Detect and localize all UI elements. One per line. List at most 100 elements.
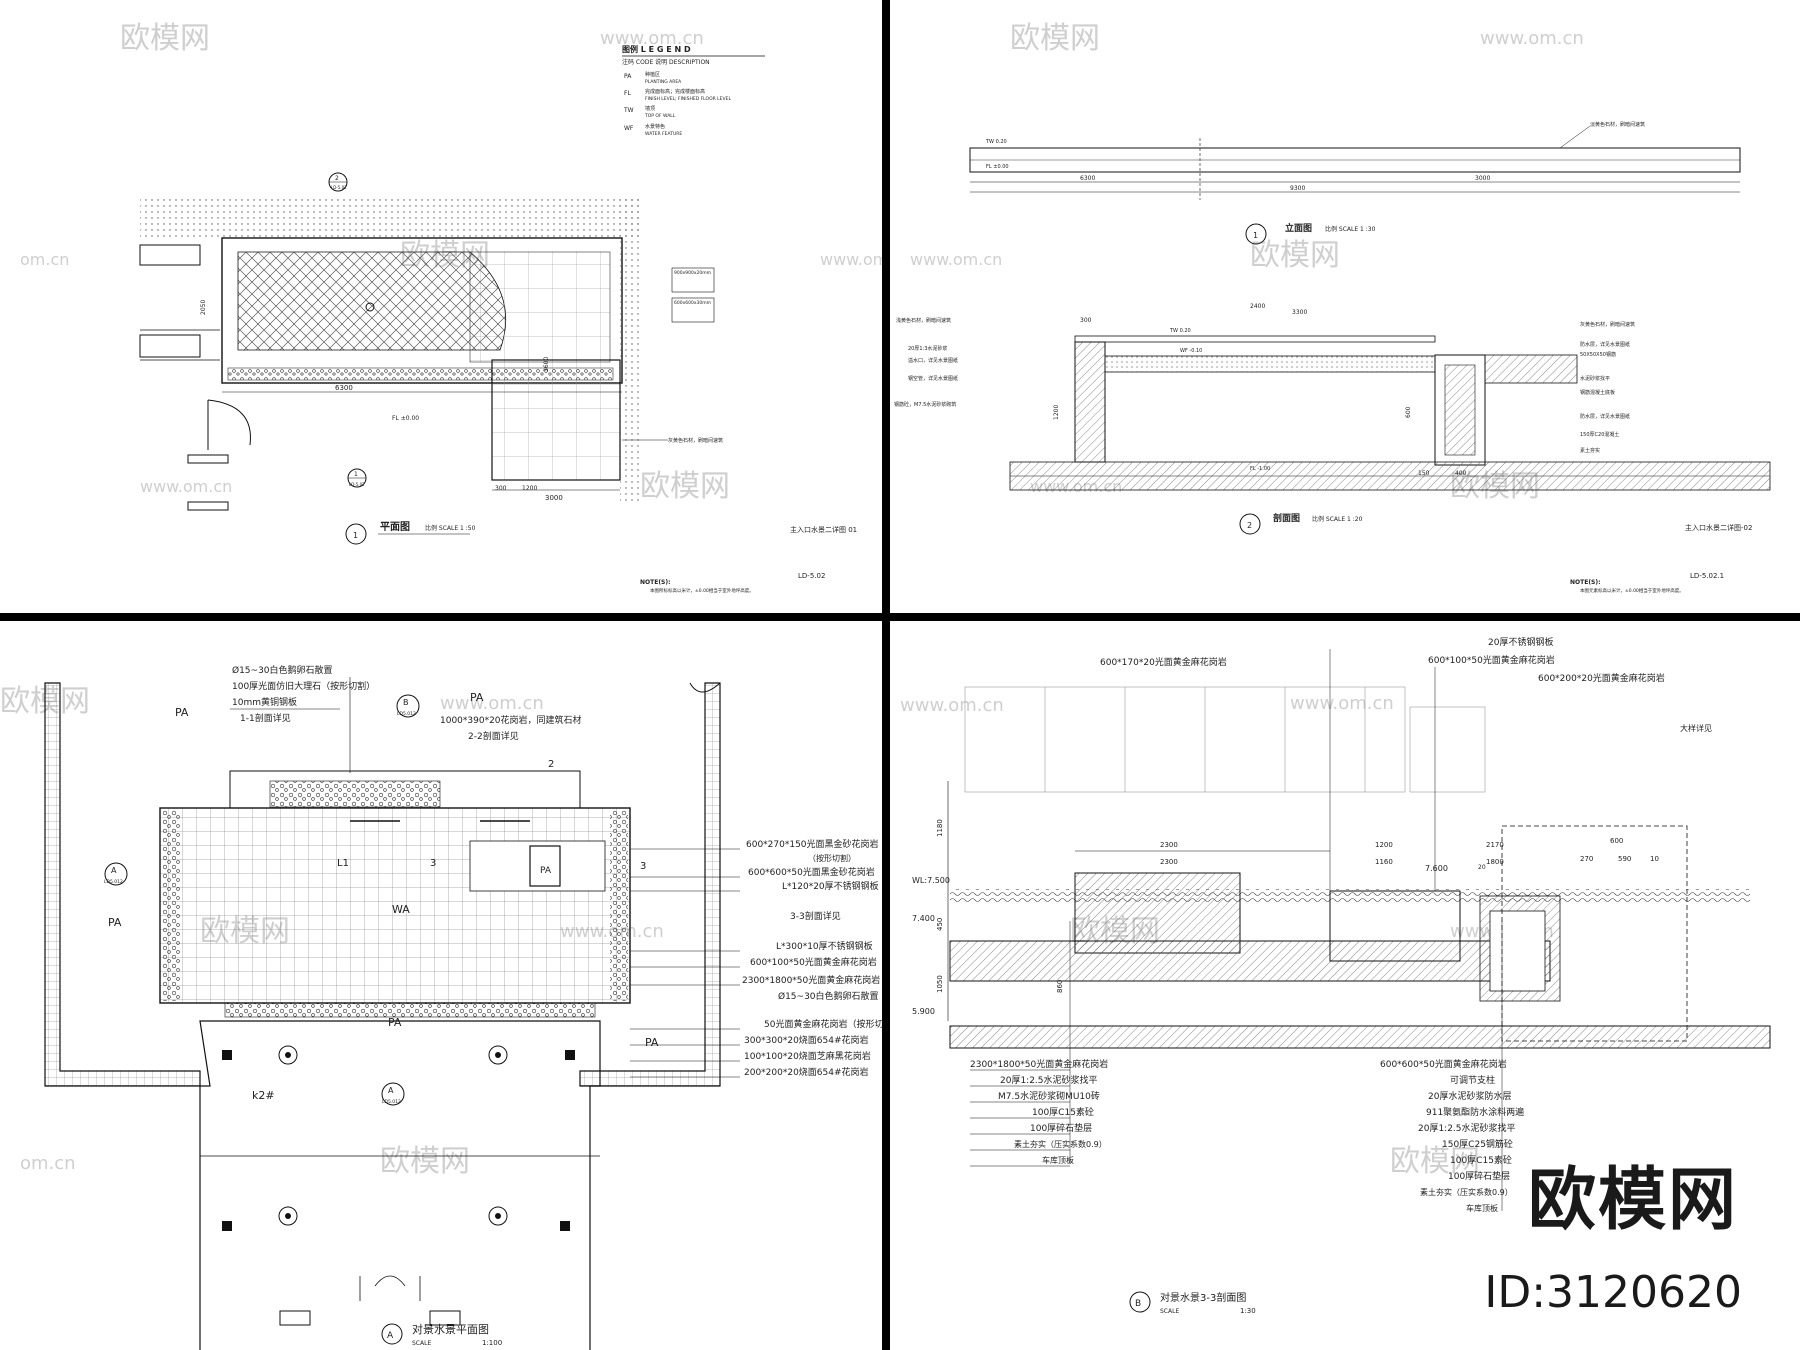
svg-text:Ø15~30白色鹅卵石散置: Ø15~30白色鹅卵石散置 (778, 990, 879, 1002)
svg-text:WL:7.500: WL:7.500 (912, 876, 950, 885)
dim-3600: 3600 (543, 357, 550, 372)
svg-text:600*100*50光面黄金麻花岗岩: 600*100*50光面黄金麻花岗岩 (750, 956, 877, 968)
svg-text:L*300*10厚不锈钢钢板: L*300*10厚不锈钢钢板 (776, 940, 873, 952)
svg-text:100厚光面仿旧大理石（按形切割）: 100厚光面仿旧大理石（按形切割） (232, 680, 375, 692)
dim-600: 600 (1405, 406, 1412, 418)
watermark-brand: 欧模网 (120, 21, 210, 56)
svg-text:7.600: 7.600 (1425, 864, 1448, 873)
watermark-url: www.om.cn (1290, 693, 1394, 714)
legend-title: 图例 L E G E N D (622, 44, 691, 54)
drawing-title: 对景水景平面图 (412, 1322, 489, 1336)
svg-text:防水层，详见水景图纸: 防水层，详见水景图纸 (1580, 341, 1630, 348)
plan-drawing: 欧模网 www.om.cn om.cn 欧模网 www.om.cn www.om… (20, 21, 882, 594)
water-area (159, 807, 631, 1004)
svg-text:5.900: 5.900 (912, 1007, 935, 1016)
svg-text:590: 590 (1618, 855, 1631, 863)
callout-ref: LD-5.02 (331, 185, 347, 190)
svg-text:600: 600 (1610, 837, 1623, 845)
svg-text:20厚1:2.5水泥砂浆找平: 20厚1:2.5水泥砂浆找平 (1000, 1074, 1098, 1086)
paving-area (491, 359, 621, 481)
feature-section-panel: www.om.cn www.om.cn 欧模网 www.om.cn 欧模网 60… (890, 621, 1800, 1350)
svg-text:200*200*20烧面654#花岗岩: 200*200*20烧面654#花岗岩 (744, 1066, 869, 1078)
dim-3300: 3300 (1292, 309, 1307, 316)
svg-text:100厚碎石垫层: 100厚碎石垫层 (1448, 1170, 1510, 1182)
sheet-title: 主入口水景二详图 01 (790, 525, 857, 534)
callout-num: 2 (335, 175, 339, 182)
dim-150: 150 (1418, 470, 1430, 477)
watermark-brand: 欧模网 (380, 1144, 470, 1179)
section-marker-3: 3 (640, 861, 646, 872)
svg-text:1160: 1160 (1375, 858, 1393, 866)
planter-right (579, 682, 721, 1087)
dim-3000: 3000 (1475, 175, 1490, 182)
svg-text:钢筋砼，M7.5水泥砂浆砌筑: 钢筋砼，M7.5水泥砂浆砌筑 (894, 401, 956, 408)
svg-text:300*300*20烧面654#花岗岩: 300*300*20烧面654#花岗岩 (744, 1034, 869, 1046)
svg-text:2300: 2300 (1160, 858, 1178, 866)
brand-logo-text: 欧模网 (1527, 1161, 1738, 1240)
level-wf: WF -0.10 (1180, 348, 1202, 354)
dim-6300: 6300 (1080, 175, 1095, 182)
svg-text:可调节支柱: 可调节支柱 (1450, 1074, 1495, 1086)
callout-num: 1 (354, 471, 358, 478)
svg-text:钢筋混凝土底板: 钢筋混凝土底板 (1580, 389, 1615, 396)
svg-text:270: 270 (1580, 855, 1593, 863)
feature-plan-drawing: 欧模网 www.om.cn 欧模网 www.om.cn om.cn 欧模网 PA… (0, 664, 882, 1350)
k2-label: k2# (252, 1089, 275, 1102)
pa-label: PA (175, 706, 189, 719)
svg-text:150厚C25钢筋砼: 150厚C25钢筋砼 (1442, 1138, 1513, 1150)
svg-text:2300*1800*50光面黄金麻花岗岩: 2300*1800*50光面黄金麻花岗岩 (742, 974, 880, 986)
svg-text:完成面标高；完成楼面标高: 完成面标高；完成楼面标高 (645, 88, 705, 95)
svg-text:WATER FEATURE: WATER FEATURE (645, 131, 682, 137)
planting-area (140, 195, 640, 240)
svg-text:1200: 1200 (1375, 841, 1393, 849)
dim-6300: 6300 (335, 384, 353, 392)
svg-text:860: 860 (1056, 980, 1064, 993)
dim-2050: 2050 (200, 300, 207, 315)
callout-a: A (388, 1086, 394, 1095)
svg-text:1-1剖面详见: 1-1剖面详见 (240, 712, 291, 724)
material-box: 900x900x20mm (674, 270, 711, 276)
note-label: NOTE(S): (640, 579, 671, 586)
svg-text:Ø15~30白色鹅卵石散置: Ø15~30白色鹅卵石散置 (232, 664, 333, 676)
svg-text:2300*1800*50光面黄金麻花岗岩: 2300*1800*50光面黄金麻花岗岩 (970, 1058, 1108, 1070)
level-fl: FL -1.00 (1250, 466, 1270, 472)
svg-text:TOP OF WALL: TOP OF WALL (644, 113, 676, 119)
section-levels: WL:7.500 7.400 5.900 7.600 (912, 864, 1448, 1016)
svg-text:钢空管，详见水景图纸: 钢空管，详见水景图纸 (908, 375, 958, 382)
svg-text:2170: 2170 (1486, 841, 1504, 849)
watermark-brand: 欧模网 (1390, 1144, 1480, 1179)
svg-text:600*200*20光面黄金麻花岗岩: 600*200*20光面黄金麻花岗岩 (1538, 672, 1665, 684)
drawing-scale: 比例 SCALE 1 :50 (425, 524, 476, 532)
watermark-url: www.om.cn (900, 695, 1004, 716)
svg-text:1050: 1050 (936, 975, 944, 993)
dim-300: 300 (495, 485, 507, 492)
svg-text:50X50X50钢筋: 50X50X50钢筋 (1580, 351, 1616, 358)
svg-text:7.400: 7.400 (912, 914, 935, 923)
svg-text:灰黄色石材，刷暗间速筑: 灰黄色石材，刷暗间速筑 (1580, 321, 1635, 328)
svg-text:大样详见: 大样详见 (1680, 723, 1712, 733)
watermark-brand: 欧模网 (1250, 238, 1340, 273)
dim-9300: 9300 (1290, 185, 1305, 192)
svg-text:L*120*20厚不锈钢钢板: L*120*20厚不锈钢钢板 (782, 880, 879, 892)
svg-text:TW: TW (623, 107, 634, 114)
drawing-title: 对景水景3-3剖面图 (1160, 1291, 1246, 1304)
callout-ref: LD5.012 (382, 1099, 401, 1105)
feature-plan-panel: 欧模网 www.om.cn 欧模网 www.om.cn om.cn 欧模网 PA… (0, 621, 882, 1350)
svg-text:2-2剖面详见: 2-2剖面详见 (468, 730, 519, 742)
svg-text:100厚碎石垫层: 100厚碎石垫层 (1030, 1122, 1092, 1134)
elevation-section-panel: 欧模网 www.om.cn 欧模网 www.om.cn www.om.cn 欧模… (890, 0, 1800, 613)
svg-text:600*600*50光面黑金砂花岗岩: 600*600*50光面黑金砂花岗岩 (748, 866, 875, 878)
section-left-labels: 浅黄色石材，刷暗间速筑 20厚1:3水泥砂浆 溢水口，详见水景图纸 钢空管，详见… (894, 317, 958, 408)
note-text: 本图所标标高以米计，±0.00相当于室外地坪高度。 (650, 587, 754, 594)
title-num: 1 (1253, 231, 1258, 240)
title-circle: A (387, 1331, 394, 1341)
svg-text:FL: FL (624, 90, 631, 97)
material-box: 600x600x30mm (674, 300, 711, 306)
section-marker-3: 3 (430, 858, 436, 869)
svg-text:100厚C15素砼: 100厚C15素砼 (1032, 1106, 1094, 1118)
section-right-labels: 灰黄色石材，刷暗间速筑 防水层，详见水景图纸 50X50X50钢筋 水泥砂浆找平… (1580, 321, 1635, 454)
watermark-url: om.cn (20, 1153, 76, 1174)
note-label: NOTE(S): (1570, 579, 1601, 586)
pa-label: PA (108, 916, 122, 929)
watermark-brand: 欧模网 (640, 469, 730, 504)
